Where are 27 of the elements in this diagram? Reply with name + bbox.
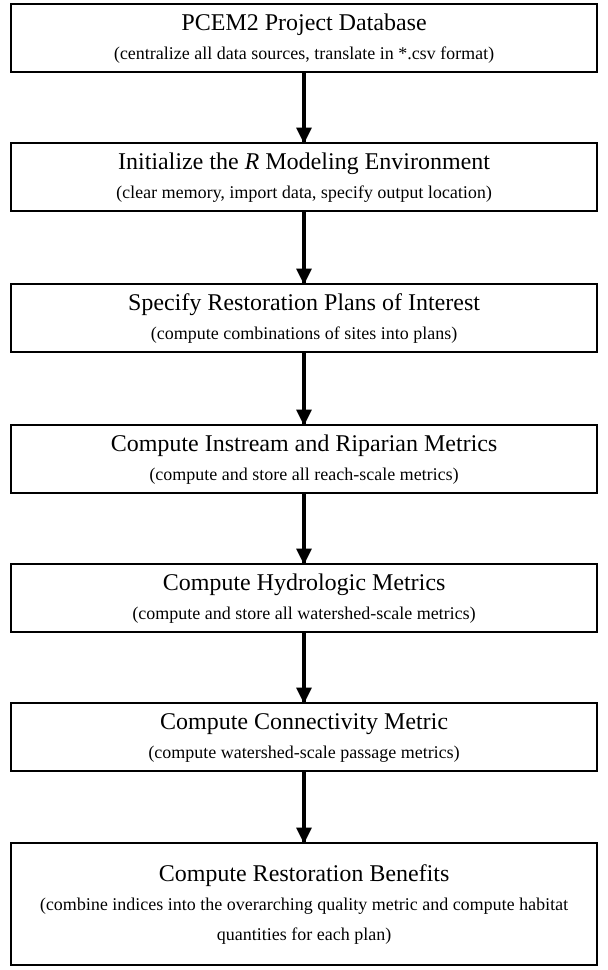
process-box <box>10 3 598 73</box>
process-box <box>10 424 598 494</box>
step-title: Compute Restoration Benefits <box>158 860 450 889</box>
arrow <box>296 353 312 426</box>
step-description: (clear memory, import data, specify output location) <box>116 181 492 204</box>
arrow <box>296 73 312 144</box>
arrow <box>296 212 312 285</box>
step-description: (compute watershed-scale passage metrics) <box>148 741 460 764</box>
step-description: (compute combinations of sites into plans) <box>150 322 458 345</box>
step-description: (compute and store all reach-scale metrics) <box>149 463 459 486</box>
step-title: Compute Instream and Riparian Metrics <box>110 430 498 459</box>
arrow <box>296 494 312 565</box>
step-title: PCEM2 Project Database <box>181 9 427 38</box>
arrow <box>296 772 312 844</box>
step-description: (centralize all data sources, translate in *.csv format) <box>114 42 494 65</box>
arrow <box>296 633 312 704</box>
process-box <box>10 283 598 353</box>
step-title: Compute Connectivity Metric <box>160 708 448 737</box>
process-box <box>10 563 598 633</box>
step-description: (combine indices into the overarching quality metric and compute habitat quantities for each plan) <box>38 893 570 946</box>
process-box <box>10 842 598 966</box>
step-title: Compute Hydrologic Metrics <box>162 569 446 598</box>
step-title: Initialize the R Modeling Environment <box>118 148 490 177</box>
step-description: (compute and store all watershed-scale metrics) <box>132 602 476 625</box>
process-box <box>10 142 598 212</box>
process-box <box>10 702 598 772</box>
step-title: Specify Restoration Plans of Interest <box>128 289 480 318</box>
